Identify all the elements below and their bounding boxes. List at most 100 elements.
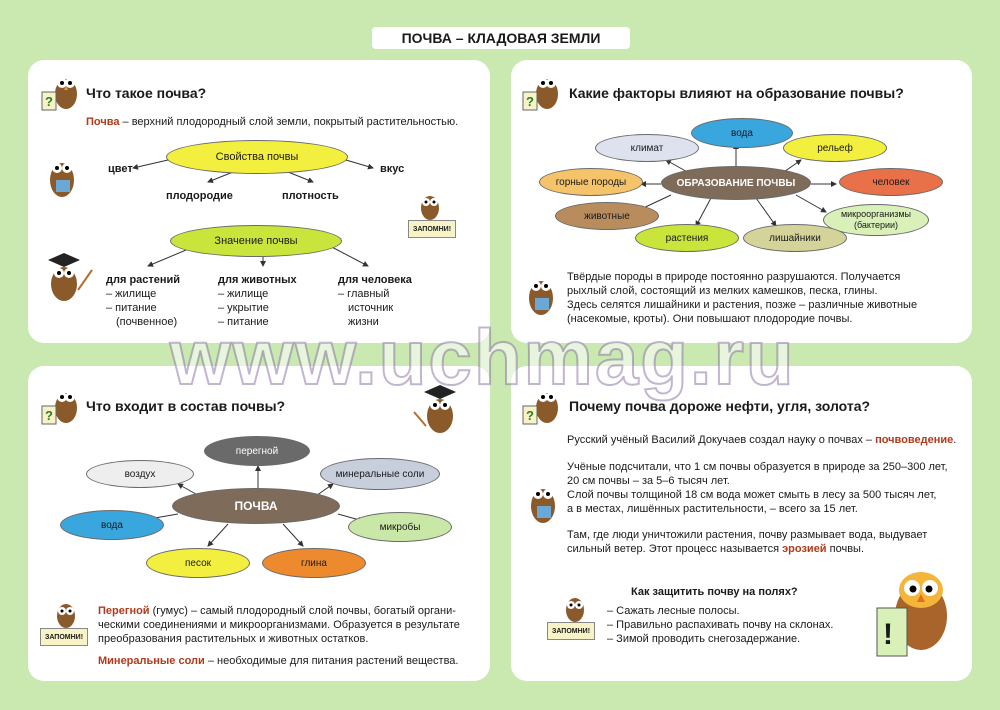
owl-remember-icon — [566, 598, 584, 622]
center-soil-formation: ОБРАЗОВАНИЕ ПОЧВЫ — [661, 166, 811, 200]
dokuchaev-text: Русский учёный Василий Докучаев создал н… — [567, 433, 956, 447]
owl-reading-icon — [50, 163, 74, 197]
column-line: – питание — [218, 316, 269, 328]
text-line: ческими соединениями и микроорганизмами.… — [98, 619, 460, 631]
remember-sign: ЗАПОМНИ! — [547, 622, 595, 640]
factor-water: вода — [691, 118, 793, 148]
owl-question-icon: ? — [522, 392, 558, 425]
term-mineral-salts: Минеральные соли — [98, 655, 205, 667]
prop-taste: вкус — [380, 163, 405, 175]
column-line: жизни — [348, 316, 379, 328]
term-soil-science: почвоведение — [875, 434, 954, 446]
term-humus: Перегной — [98, 605, 150, 617]
part-sand: песок — [146, 548, 250, 578]
salts-text: Минеральные соли – необходимые для питан… — [98, 654, 458, 668]
column-human: для человека – главный источник жизни — [338, 273, 412, 329]
text-line: а в местах, лишённых растительности, – в… — [567, 503, 858, 515]
owl-remember-icon — [421, 196, 439, 220]
term-soil: Почва — [86, 116, 120, 128]
panel-what-is-soil: ? Что такое почва? Почва – верхний плодо… — [28, 60, 490, 343]
prop-color: цвет — [108, 163, 133, 175]
text-line: преобразования растительных и животных о… — [98, 633, 369, 645]
protect-heading: Как защитить почву на полях? — [631, 586, 798, 598]
factors-text: Твёрдые породы в природе постоянно разру… — [567, 270, 917, 326]
factor-climate: климат — [595, 134, 699, 162]
part-air: воздух — [86, 460, 194, 488]
owl-teacher-icon — [413, 385, 456, 433]
owl-remember-icon — [57, 604, 75, 628]
owl-reading-icon — [531, 489, 555, 523]
prop-fertility: плодородие — [166, 190, 233, 202]
text-line: (гумус) – самый плодородный слой почвы, … — [149, 605, 456, 617]
question-title: Какие факторы влияют на образование почв… — [569, 85, 904, 101]
column-animals: для животных – жилище – укрытие – питани… — [218, 273, 297, 329]
panel-soil-factors: ? Какие факторы влияют на образование по… — [511, 60, 972, 343]
owl-question-icon: ? — [41, 78, 77, 111]
prop-density: плотность — [282, 190, 339, 202]
meaning-oval: Значение почвы — [170, 225, 342, 257]
text-line: Твёрдые породы в природе постоянно разру… — [567, 271, 901, 283]
factor-animals: животные — [555, 202, 659, 230]
text-line: Учёные подсчитали, что 1 см почвы образу… — [567, 461, 948, 473]
column-line: – питание — [106, 302, 157, 314]
owl-reading-icon — [529, 281, 553, 315]
owl-teacher-icon — [48, 253, 93, 301]
factor-rocks: горные породы — [539, 168, 643, 196]
factor-lichens: лишайники — [743, 224, 847, 252]
text-line: 20 см почвы – за 5–6 тысяч лет. — [567, 475, 730, 487]
factor-plants: растения — [635, 224, 739, 252]
text-line: почвы. — [826, 543, 865, 555]
list-item: – Зимой проводить снегозадержание. — [607, 633, 801, 645]
center-soil: ПОЧВА — [172, 488, 340, 524]
list-item: – Правильно распахивать почву на склонах… — [607, 619, 834, 631]
svg-text:?: ? — [526, 408, 534, 423]
factor-relief: рельеф — [783, 134, 887, 162]
column-head: для человека — [338, 274, 412, 286]
part-water: вода — [60, 510, 164, 540]
text-line: рыхлый слой, состоящий из мелких камешко… — [567, 285, 878, 297]
panel-soil-composition: ? Что входит в состав почвы? перегной во… — [28, 366, 490, 681]
term-erosion: эрозией — [782, 543, 827, 555]
page-title: ПОЧВА – КЛАДОВАЯ ЗЕМЛИ — [372, 27, 630, 49]
soil-definition: Почва – верхний плодородный слой земли, … — [86, 115, 458, 129]
definition-text: – верхний плодородный слой земли, покрыт… — [119, 116, 459, 128]
remember-sign: ЗАПОМНИ! — [408, 220, 456, 238]
column-line: – жилище — [218, 288, 269, 300]
part-humus: перегной — [204, 436, 310, 466]
owl-question-icon: ? — [41, 392, 77, 425]
part-mineral-salts: минеральные соли — [320, 458, 440, 490]
text-line: – необходимые для питания растений вещес… — [204, 655, 459, 667]
formation-facts: Учёные подсчитали, что 1 см почвы образу… — [567, 460, 948, 516]
column-line: источник — [348, 302, 394, 314]
text-line: (насекомые, кроты). Они повышают плодоро… — [567, 313, 853, 325]
question-title: Что такое почва? — [86, 85, 207, 101]
column-head: для животных — [218, 274, 297, 286]
column-line: (почвенное) — [116, 316, 178, 328]
svg-text:?: ? — [526, 94, 534, 109]
svg-text:?: ? — [45, 408, 53, 423]
humus-text: Перегной (гумус) – самый плодородный сло… — [98, 604, 460, 646]
text-line: сильный ветер. Этот процесс называется — [567, 543, 783, 555]
part-clay: глина — [262, 548, 366, 578]
column-line: – главный — [338, 288, 390, 300]
column-line: – укрытие — [218, 302, 269, 314]
column-plants: для растений – жилище – питание (почвенн… — [106, 273, 180, 329]
column-head: для растений — [106, 274, 181, 286]
part-microbes: микробы — [348, 512, 452, 542]
text-line: Здесь селятся лишайники и растения, позж… — [567, 299, 918, 311]
properties-oval: Свойства почвы — [166, 140, 348, 174]
protect-list: – Сажать лесные полосы. – Правильно расп… — [607, 604, 833, 646]
factor-human: человек — [839, 168, 943, 196]
text-line: Слой почвы толщиной 18 см вода может смы… — [567, 489, 937, 501]
erosion-text: Там, где люди уничтожили растения, почву… — [567, 528, 927, 556]
list-item: – Сажать лесные полосы. — [607, 605, 740, 617]
text-line: . — [953, 434, 957, 446]
question-title: Что входит в состав почвы? — [86, 398, 286, 414]
column-line: – жилище — [106, 288, 157, 300]
exclamation-mark: ! — [883, 618, 893, 651]
question-title: Почему почва дороже нефти, угля, золота? — [569, 398, 871, 414]
text-line: Русский учёный Василий Докучаев создал н… — [567, 434, 876, 446]
remember-sign: ЗАПОМНИ! — [40, 628, 88, 646]
owl-exclaim-icon — [876, 572, 947, 657]
panel-soil-value: ? Почему почва дороже нефти, угля, золот… — [511, 366, 972, 681]
